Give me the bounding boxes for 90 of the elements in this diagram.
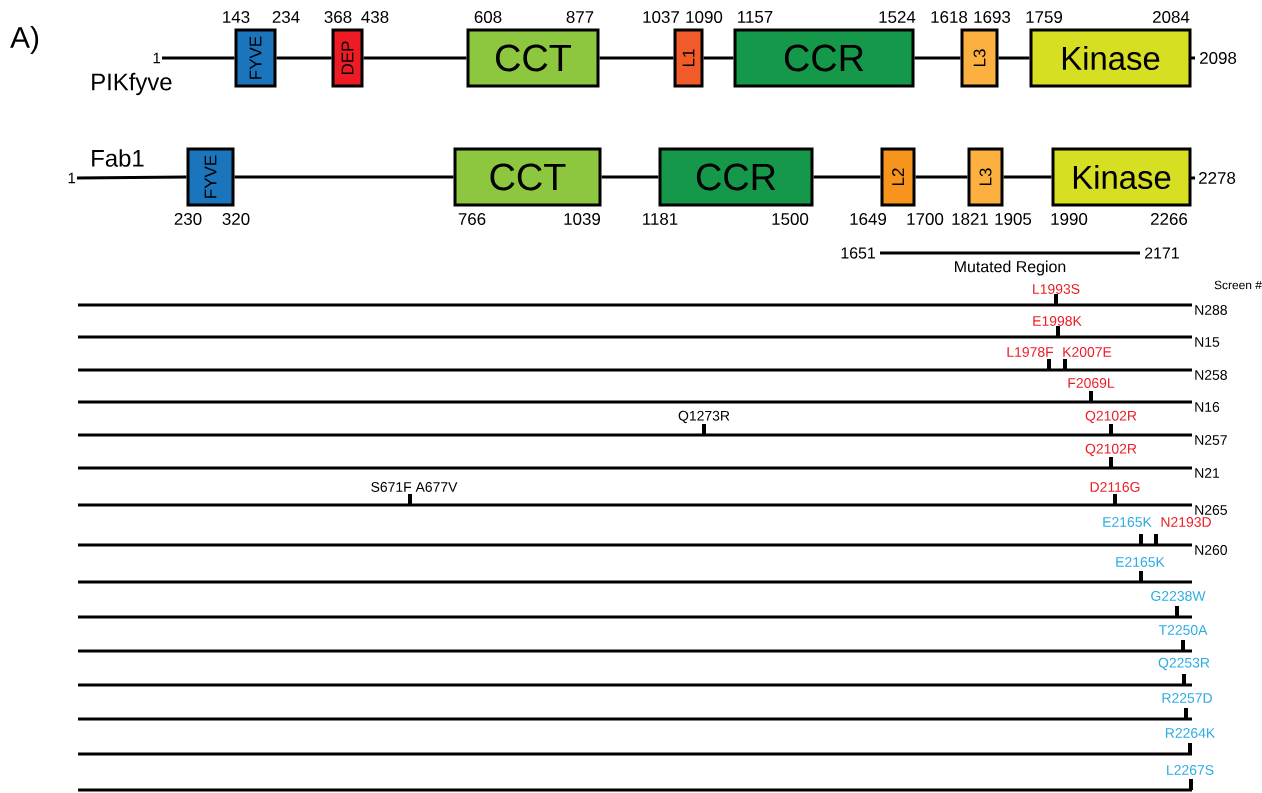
- position-number: 2098: [1200, 52, 1237, 64]
- position-number: 438: [361, 11, 389, 23]
- mutation-label: N2193D: [1161, 517, 1211, 527]
- position-number: 1990: [1051, 213, 1088, 225]
- backbone-line: [703, 56, 734, 60]
- position-number: 1090: [686, 11, 723, 23]
- domain-box: DEP: [331, 28, 364, 88]
- mutation-label: Q2253R: [1158, 657, 1210, 671]
- screen-number: N16: [1195, 402, 1220, 412]
- position-number: 2278: [1199, 172, 1236, 184]
- domain-box: FYVE: [234, 28, 277, 88]
- backbone-line: [915, 175, 968, 179]
- domain-box: CCT: [453, 147, 602, 207]
- screen-number: N288: [1195, 305, 1227, 315]
- mutation-label: L1993S: [1033, 284, 1080, 294]
- mutation-label: E2165K: [1116, 557, 1165, 567]
- backbone-line: [1003, 175, 1052, 179]
- position-number: 1039: [564, 213, 601, 225]
- domain-box: Kinase: [1051, 147, 1192, 207]
- domain-box: L1: [673, 28, 704, 88]
- screen-number: N21: [1195, 468, 1220, 478]
- position-number: 1181: [643, 213, 678, 225]
- position-number: 2266: [1151, 213, 1188, 225]
- position-number: 1759: [1026, 11, 1063, 23]
- position-number: 1651: [841, 247, 875, 259]
- mutation-label: E1998K: [1033, 316, 1082, 326]
- mutation-label: G2238W: [1151, 591, 1206, 601]
- screen-number: N258: [1195, 370, 1227, 380]
- domain-box: L3: [967, 147, 1004, 207]
- backbone-line: [162, 56, 235, 60]
- mutation-label: T2250A: [1158, 625, 1208, 635]
- mutation-label: R2257D: [1162, 693, 1212, 703]
- backbone-line: [234, 175, 454, 179]
- screen-number: N265: [1195, 505, 1227, 515]
- position-number: 1821: [952, 213, 988, 225]
- position-number: 608: [474, 11, 502, 23]
- position-number: 1: [153, 52, 161, 64]
- position-number: 234: [272, 11, 300, 23]
- position-number: 1157: [738, 11, 773, 23]
- mutation-label: L2267S: [1167, 765, 1214, 775]
- backbone-line: [599, 56, 674, 60]
- mutation-label: Q1273R: [678, 410, 730, 424]
- domain-box: CCT: [466, 28, 600, 88]
- screen-number: N15: [1195, 337, 1220, 347]
- position-number: 1524: [879, 11, 916, 23]
- backbone-line: [813, 175, 881, 179]
- region-label: Mutated Region: [955, 260, 1066, 276]
- backbone-line: [276, 56, 332, 60]
- position-number: 1649: [850, 213, 887, 225]
- mutation-label: E2165K: [1103, 517, 1152, 527]
- mutation-label: F2069L: [1068, 378, 1115, 388]
- protein-name: Fab1: [92, 149, 144, 167]
- position-number: 1905: [995, 213, 1032, 225]
- domain-box: CCR: [733, 28, 915, 88]
- domain-box: L3: [960, 28, 999, 88]
- screen-number: N260: [1195, 545, 1227, 555]
- domain-box: FYVE: [186, 147, 235, 207]
- domain-box: Kinase: [1029, 28, 1192, 88]
- position-number: 1: [68, 172, 76, 184]
- column-heading: Screen #: [1214, 280, 1262, 290]
- panel-label: A): [10, 26, 39, 54]
- screen-number: N257: [1195, 435, 1227, 445]
- mutation-label: K2007E: [1063, 347, 1112, 357]
- position-number: 368: [324, 11, 352, 23]
- position-number: 1037: [643, 11, 679, 23]
- position-number: 877: [566, 11, 594, 23]
- position-number: 1700: [907, 213, 944, 225]
- position-number: 2084: [1153, 11, 1190, 23]
- position-number: 2171: [1145, 247, 1179, 259]
- mutation-label: L1978F: [1007, 347, 1054, 357]
- domain-box: L2: [880, 147, 916, 207]
- position-number: 320: [222, 213, 250, 225]
- mutation-label: Q2102R: [1085, 443, 1137, 457]
- backbone-line: [998, 56, 1030, 60]
- backbone-line: [914, 56, 961, 60]
- position-number: 766: [458, 213, 486, 225]
- mutation-label: D2116G: [1090, 482, 1140, 492]
- backbone-line: [363, 56, 467, 60]
- mutation-label: S671F A677V: [371, 482, 458, 492]
- mutation-label: Q2102R: [1085, 410, 1137, 424]
- backbone-line: [77, 175, 187, 180]
- backbone-line: [601, 175, 659, 179]
- position-number: 1693: [974, 11, 1011, 23]
- mutation-label: R2264K: [1165, 728, 1216, 738]
- protein-name: PIKfyve: [92, 72, 172, 96]
- position-number: 1500: [772, 213, 809, 225]
- position-number: 1618: [931, 11, 968, 23]
- position-number: 143: [223, 11, 250, 23]
- domain-box: CCR: [658, 147, 814, 207]
- position-number: 230: [174, 213, 202, 225]
